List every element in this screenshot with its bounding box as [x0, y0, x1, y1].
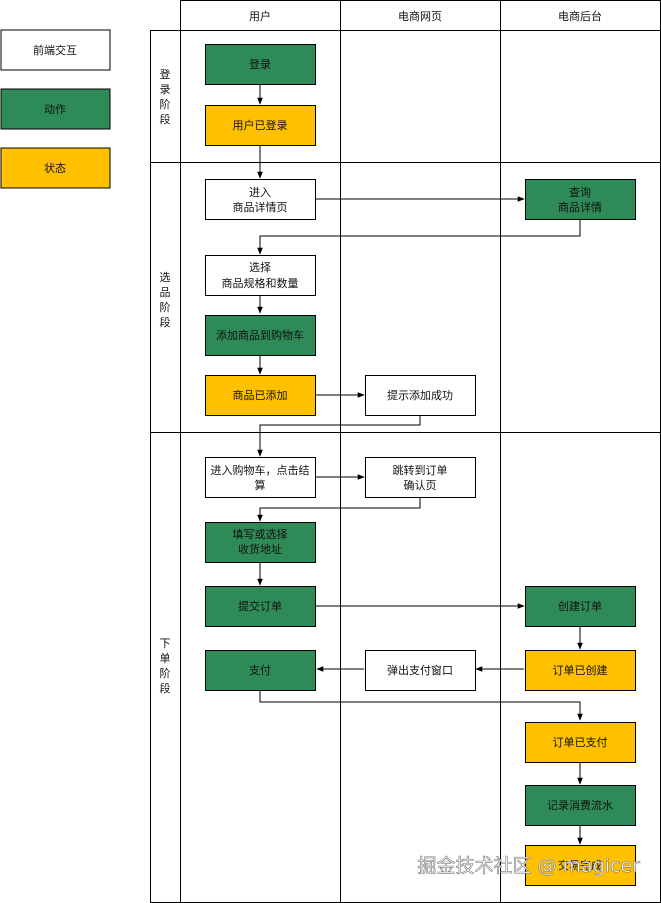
column-header-user: 用户	[249, 9, 271, 23]
connectors	[257, 84, 583, 845]
svg-text:商品详情页: 商品详情页	[233, 200, 288, 214]
node-submit-order: 提交订单	[205, 586, 316, 627]
column-header-backend: 电商后台	[558, 9, 602, 23]
phase-label-order: 下 单 阶 段	[160, 637, 171, 695]
svg-text:填写或选择: 填写或选择	[233, 527, 288, 541]
legend-frontend-label: 前端交互	[33, 43, 77, 57]
svg-text:算: 算	[255, 478, 266, 492]
svg-text:段: 段	[160, 112, 171, 126]
svg-text:选择: 选择	[249, 260, 271, 274]
legend: 前端交互 动作 状态	[0, 29, 111, 189]
arrow-query-to-choose	[257, 219, 581, 255]
legend-action-label: 动作	[44, 103, 66, 116]
svg-text:交易完成: 交易完成	[558, 858, 602, 872]
node-pay: 支付	[205, 650, 316, 691]
legend-state-swatch	[0, 147, 111, 189]
svg-text:商品详情: 商品详情	[558, 200, 602, 214]
svg-text:提示添加成功: 提示添加成功	[387, 388, 453, 402]
svg-text:确认页: 确认页	[404, 479, 437, 492]
svg-text:品: 品	[160, 286, 171, 299]
node-jump-confirm: 跳转到订单 确认页	[365, 457, 476, 498]
svg-text:段: 段	[160, 681, 171, 695]
svg-text:阶: 阶	[160, 666, 171, 680]
arrow-confirm-to-address	[257, 497, 421, 522]
node-choose-spec: 选择 商品规格和数量	[205, 255, 316, 296]
svg-text:商品规格和数量: 商品规格和数量	[222, 276, 299, 290]
node-logged-in: 用户已登录	[205, 105, 316, 146]
node-enter-detail: 进入 商品详情页	[205, 179, 316, 220]
svg-text:选: 选	[160, 271, 171, 284]
node-create-order: 创建订单	[525, 586, 636, 627]
node-add-cart: 添加商品到购物车	[205, 315, 316, 356]
svg-text:阶: 阶	[160, 300, 171, 314]
svg-text:提交订单: 提交订单	[238, 599, 282, 613]
node-record-flow: 记录消费流水	[525, 785, 636, 826]
svg-text:支付: 支付	[249, 664, 271, 677]
svg-text:进入: 进入	[249, 186, 271, 199]
legend-frontend-swatch	[0, 29, 111, 71]
watermark: 掘金技术社区 @ magicer	[417, 855, 640, 877]
node-enter-cart: 进入购物车，点击结 算	[205, 457, 316, 498]
phase-label-login: 登 录 阶 段	[160, 67, 171, 126]
svg-text:商品已添加: 商品已添加	[233, 388, 288, 402]
svg-text:查询: 查询	[569, 185, 591, 199]
legend-action-swatch	[0, 88, 111, 130]
svg-text:单: 单	[160, 652, 171, 665]
node-order-created: 订单已创建	[525, 650, 636, 691]
legend-state-label: 状态	[44, 161, 66, 175]
svg-text:录: 录	[160, 83, 171, 96]
svg-text:进入购物车，点击结: 进入购物车，点击结	[211, 463, 310, 477]
svg-text:记录消费流水: 记录消费流水	[547, 798, 613, 812]
svg-text:用户已登录: 用户已登录	[233, 118, 288, 132]
svg-text:订单已支付: 订单已支付	[553, 736, 608, 749]
node-final-state: 交易完成	[525, 845, 636, 886]
svg-text:登录: 登录	[249, 57, 271, 71]
column-header-web: 电商网页	[398, 9, 442, 23]
phase-label-select: 选 品 阶 段	[160, 271, 171, 329]
svg-text:弹出支付窗口: 弹出支付窗口	[387, 663, 453, 677]
svg-text:登: 登	[160, 67, 171, 81]
node-login: 登录	[205, 44, 316, 85]
svg-text:跳转到订单: 跳转到订单	[393, 463, 448, 477]
svg-text:订单已创建: 订单已创建	[553, 663, 608, 677]
node-fill-address: 填写或选择 收货地址	[205, 522, 316, 563]
node-popup-pay: 弹出支付窗口	[365, 650, 476, 691]
node-order-paid: 订单已支付	[525, 722, 636, 763]
svg-text:收货地址: 收货地址	[238, 542, 282, 556]
svg-text:段: 段	[160, 315, 171, 329]
node-item-added: 商品已添加	[205, 375, 316, 416]
node-add-success: 提示添加成功	[365, 375, 476, 416]
svg-text:添加商品到购物车: 添加商品到购物车	[216, 328, 304, 342]
svg-text:阶: 阶	[160, 97, 171, 111]
svg-text:创建订单: 创建订单	[558, 599, 602, 613]
node-query-detail: 查询 商品详情	[525, 179, 636, 220]
svg-text:下: 下	[160, 637, 171, 650]
arrow-success-to-entercart	[257, 415, 421, 457]
arrow-pay-to-paid	[259, 690, 583, 721]
